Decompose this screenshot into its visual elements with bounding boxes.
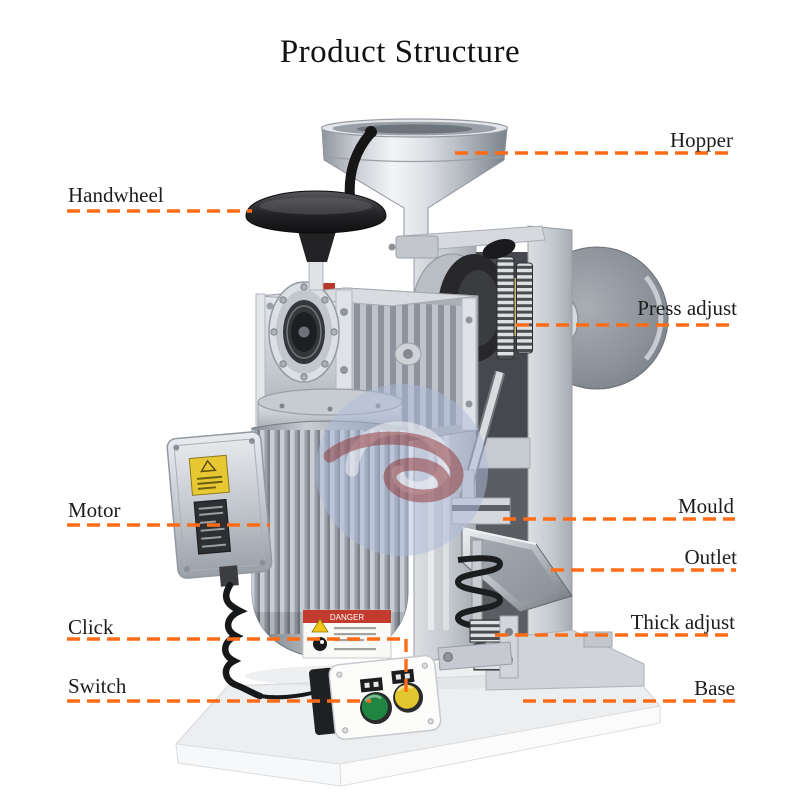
label-press-adjust: Press adjust: [637, 296, 737, 320]
svg-text:DANGER: DANGER: [330, 613, 364, 622]
label-handwheel: Handwheel: [68, 183, 164, 207]
switch-box-illustration: [309, 654, 442, 741]
leader-lines: [67, 151, 736, 703]
label-motor: Motor: [68, 498, 121, 522]
danger-label: DANGER: [302, 609, 392, 659]
label-base: Base: [694, 676, 735, 700]
junction-box-illustration: [166, 431, 273, 579]
outlet-chute-illustration: [461, 527, 573, 613]
label-click: Click: [68, 615, 114, 639]
label-hopper: Hopper: [670, 128, 733, 152]
page-title: Product Structure: [279, 34, 521, 70]
label-mould: Mould: [677, 494, 734, 518]
yellow-button: [393, 682, 424, 713]
label-outlet: Outlet: [684, 545, 738, 569]
label-switch: Switch: [68, 674, 127, 698]
label-thick-adjust: Thick adjust: [630, 610, 735, 634]
thick-adjust-illustration: [437, 615, 519, 679]
watermark-logo: [316, 384, 488, 556]
handwheel-illustration: [245, 126, 387, 291]
